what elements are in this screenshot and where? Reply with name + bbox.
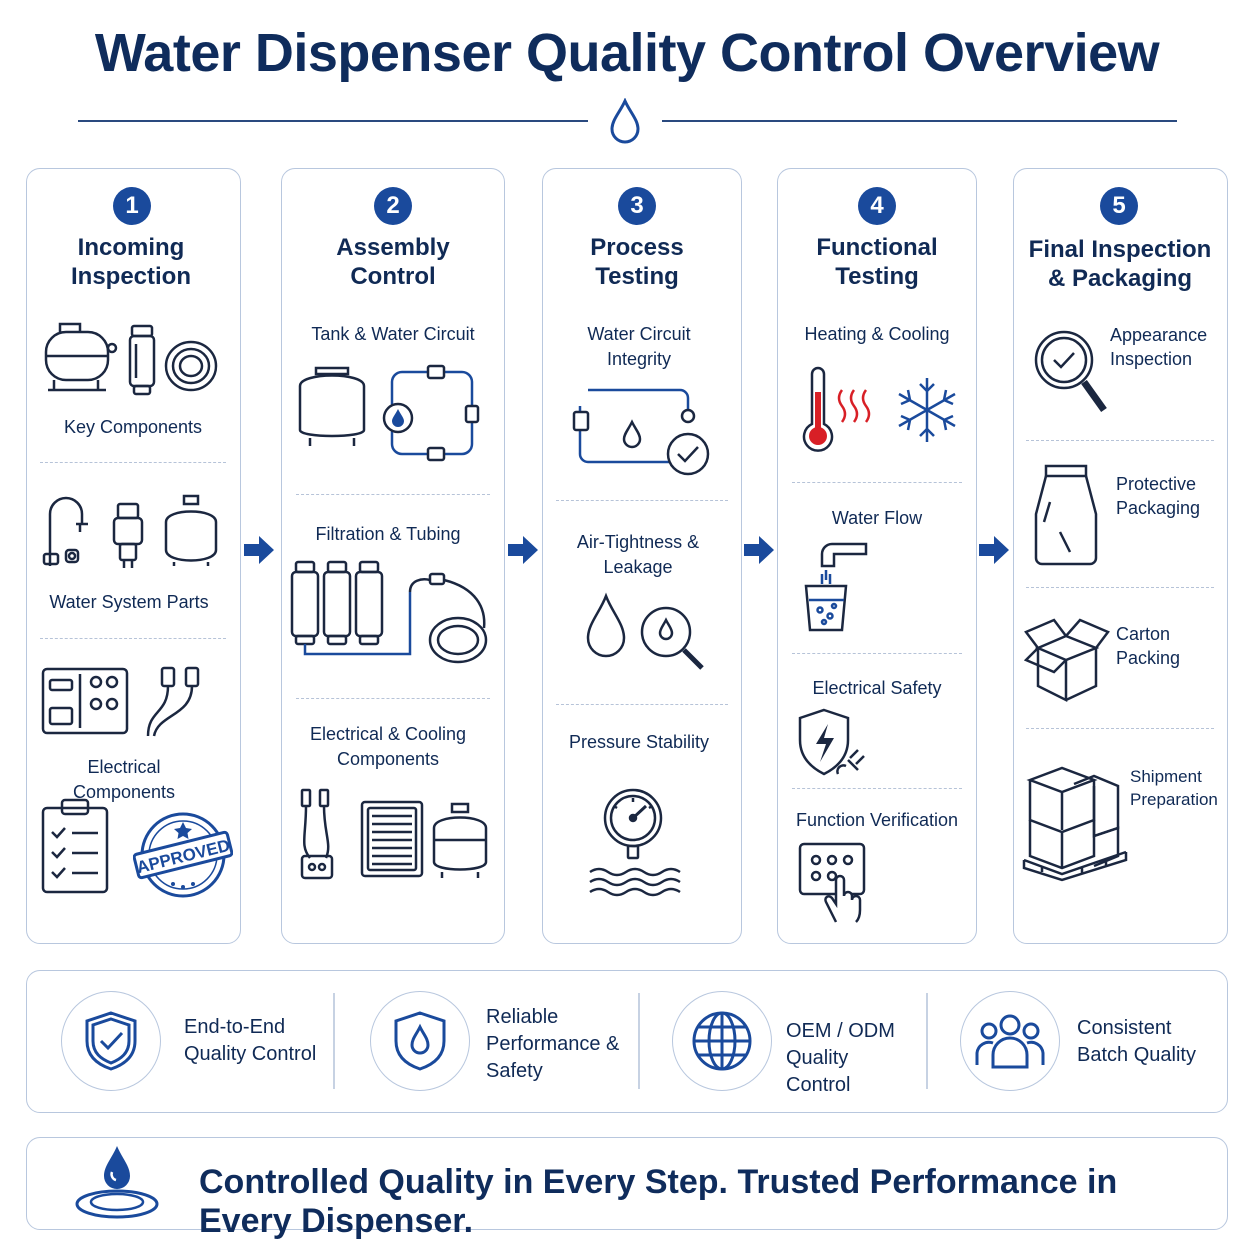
arrow-right-icon [742, 533, 776, 567]
item-label: Function Verification [795, 810, 959, 830]
benefit-text: End-to-End Quality Control [184, 1016, 317, 1065]
benefits-bar [26, 970, 1228, 1113]
step-number-badge: 2 [374, 187, 412, 225]
approved-stamp-icon: APPROVED [133, 810, 233, 900]
item-label: Tank & Water Circuit [311, 324, 475, 344]
step-title: Incoming Inspection [70, 234, 191, 290]
divider [333, 993, 335, 1089]
step-title: Process Testing [590, 234, 684, 290]
cable-plug-icon [144, 664, 204, 740]
water-glass-icon [800, 540, 874, 634]
valve-icon [108, 500, 148, 570]
item-label: Water System Parts [49, 592, 209, 612]
divider [638, 993, 640, 1089]
title-rule-right [662, 120, 1177, 122]
team-icon [975, 1014, 1045, 1069]
benefit-text: OEM / ODM Quality Control [786, 1020, 895, 1096]
item-label: Electrical Components [72, 757, 176, 802]
condenser-coil-icon [358, 798, 426, 880]
electrical-safety-icon [796, 706, 870, 778]
control-panel-touch-icon [796, 840, 872, 926]
step-5-card [1013, 168, 1228, 944]
pallet-boxes-icon [1022, 756, 1128, 882]
step-number-badge: 4 [858, 187, 896, 225]
water-drop-ripple-icon [72, 1142, 162, 1224]
benefit-icon-circle [672, 991, 772, 1091]
step-title: Final Inspection & Packaging [1028, 236, 1212, 292]
divider [792, 482, 962, 483]
divider [792, 653, 962, 654]
item-label: Shipment Preparation [1130, 767, 1218, 809]
divider [1026, 587, 1214, 588]
slogan-bar [26, 1137, 1228, 1230]
divider [40, 462, 226, 463]
thermometer-heat-icon [798, 364, 878, 456]
benefit-text: Reliable Performance & Safety [486, 1006, 620, 1082]
pressure-gauge-icon [588, 786, 684, 898]
item-label: Electrical Safety [812, 678, 942, 698]
item-label: Air-Tightness & Leakage [576, 532, 700, 577]
step-2-card [281, 168, 505, 944]
water-drop-icon [608, 98, 642, 146]
step-number-badge: 1 [113, 187, 151, 225]
shield-check-icon [85, 1011, 137, 1071]
globe-icon [692, 1011, 752, 1071]
item-label: Appearance Inspection [1110, 325, 1208, 369]
divider [556, 500, 728, 501]
snowflake-icon [894, 374, 960, 446]
step-3-card [542, 168, 742, 944]
divider [296, 494, 490, 495]
step-number-badge: 5 [1100, 187, 1138, 225]
item-label: Key Components [63, 417, 203, 437]
circuit-check-icon [570, 382, 714, 478]
checklist-icon [40, 796, 110, 896]
divider [1026, 728, 1214, 729]
divider [296, 698, 490, 699]
carton-box-icon [1024, 612, 1110, 704]
divider [792, 788, 962, 789]
benefit-icon-circle [370, 991, 470, 1091]
item-label: Electrical & Cooling Components [309, 724, 467, 769]
benefit-text: Consistent Batch Quality [1077, 1017, 1196, 1066]
pressure-tank-icon [160, 492, 222, 568]
item-label: Protective Packaging [1116, 474, 1201, 518]
water-circuit-icon [382, 364, 480, 462]
item-label: Water Circuit Integrity [587, 324, 691, 369]
circuit-board-icon [40, 666, 130, 736]
arrow-right-icon [506, 533, 540, 567]
divider [556, 704, 728, 705]
water-tank-icon [296, 364, 368, 450]
step-title: Assembly Control [336, 234, 450, 290]
leak-inspection-icon [586, 592, 710, 674]
item-label: Carton Packing [1116, 624, 1181, 668]
item-label: Water Flow [831, 508, 923, 528]
step-title: Functional Testing [816, 234, 938, 290]
shield-drop-icon [394, 1011, 446, 1071]
step-number-badge: 3 [618, 187, 656, 225]
compressor-icon [40, 318, 120, 394]
filter-cartridge-icon [126, 322, 158, 398]
protective-bag-icon [1030, 462, 1102, 568]
item-label: Heating & Cooling [804, 324, 950, 344]
compressor-icon [428, 800, 492, 880]
item-label: Filtration & Tubing [315, 524, 461, 544]
slogan-text: Controlled Quality in Every Step. Truste… [199, 1163, 1118, 1240]
title-rule-left [78, 120, 588, 122]
divider [1026, 440, 1214, 441]
arrow-right-icon [977, 533, 1011, 567]
filter-cartridges-icon [290, 558, 490, 668]
hose-coil-icon [162, 335, 220, 395]
step-4-card [777, 168, 977, 944]
divider [926, 993, 928, 1089]
benefit-icon-circle [960, 991, 1060, 1091]
wiring-harness-icon [296, 786, 352, 882]
magnifier-check-icon [1032, 326, 1112, 420]
faucet-icon [40, 488, 94, 576]
divider [40, 638, 226, 639]
arrow-right-icon [242, 533, 276, 567]
benefit-icon-circle [61, 991, 161, 1091]
item-label: Pressure Stability [568, 732, 710, 752]
step-1-card [26, 168, 241, 944]
page-title: Water Dispenser Quality Control Overview [94, 23, 1160, 83]
